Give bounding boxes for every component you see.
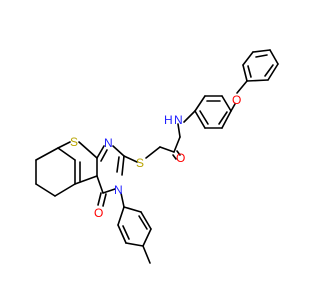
- atom-label-oxygen-ether: O: [232, 93, 241, 107]
- atom-label-sulfur-thioether: S: [136, 156, 144, 170]
- atom-label-sulfur-thiophene: S: [70, 135, 78, 149]
- structure-diagram: S N S N O O N H O: [35, 49, 279, 264]
- atom-labels: S N S N O O N H O: [70, 93, 241, 220]
- atom-label-nitrogen-amide: N: [174, 113, 183, 127]
- atom-label-oxygen-ketone: O: [94, 206, 103, 220]
- atom-label-nitrogen-top: N: [104, 136, 113, 150]
- atom-label-hydrogen-amide: H: [164, 113, 173, 127]
- atom-label-oxygen-amide: O: [176, 151, 185, 165]
- molecule-canvas: S N S N O O N H O: [35, 49, 279, 264]
- atom-label-nitrogen-bottom: N: [114, 183, 123, 197]
- bond-layer: [35, 49, 279, 264]
